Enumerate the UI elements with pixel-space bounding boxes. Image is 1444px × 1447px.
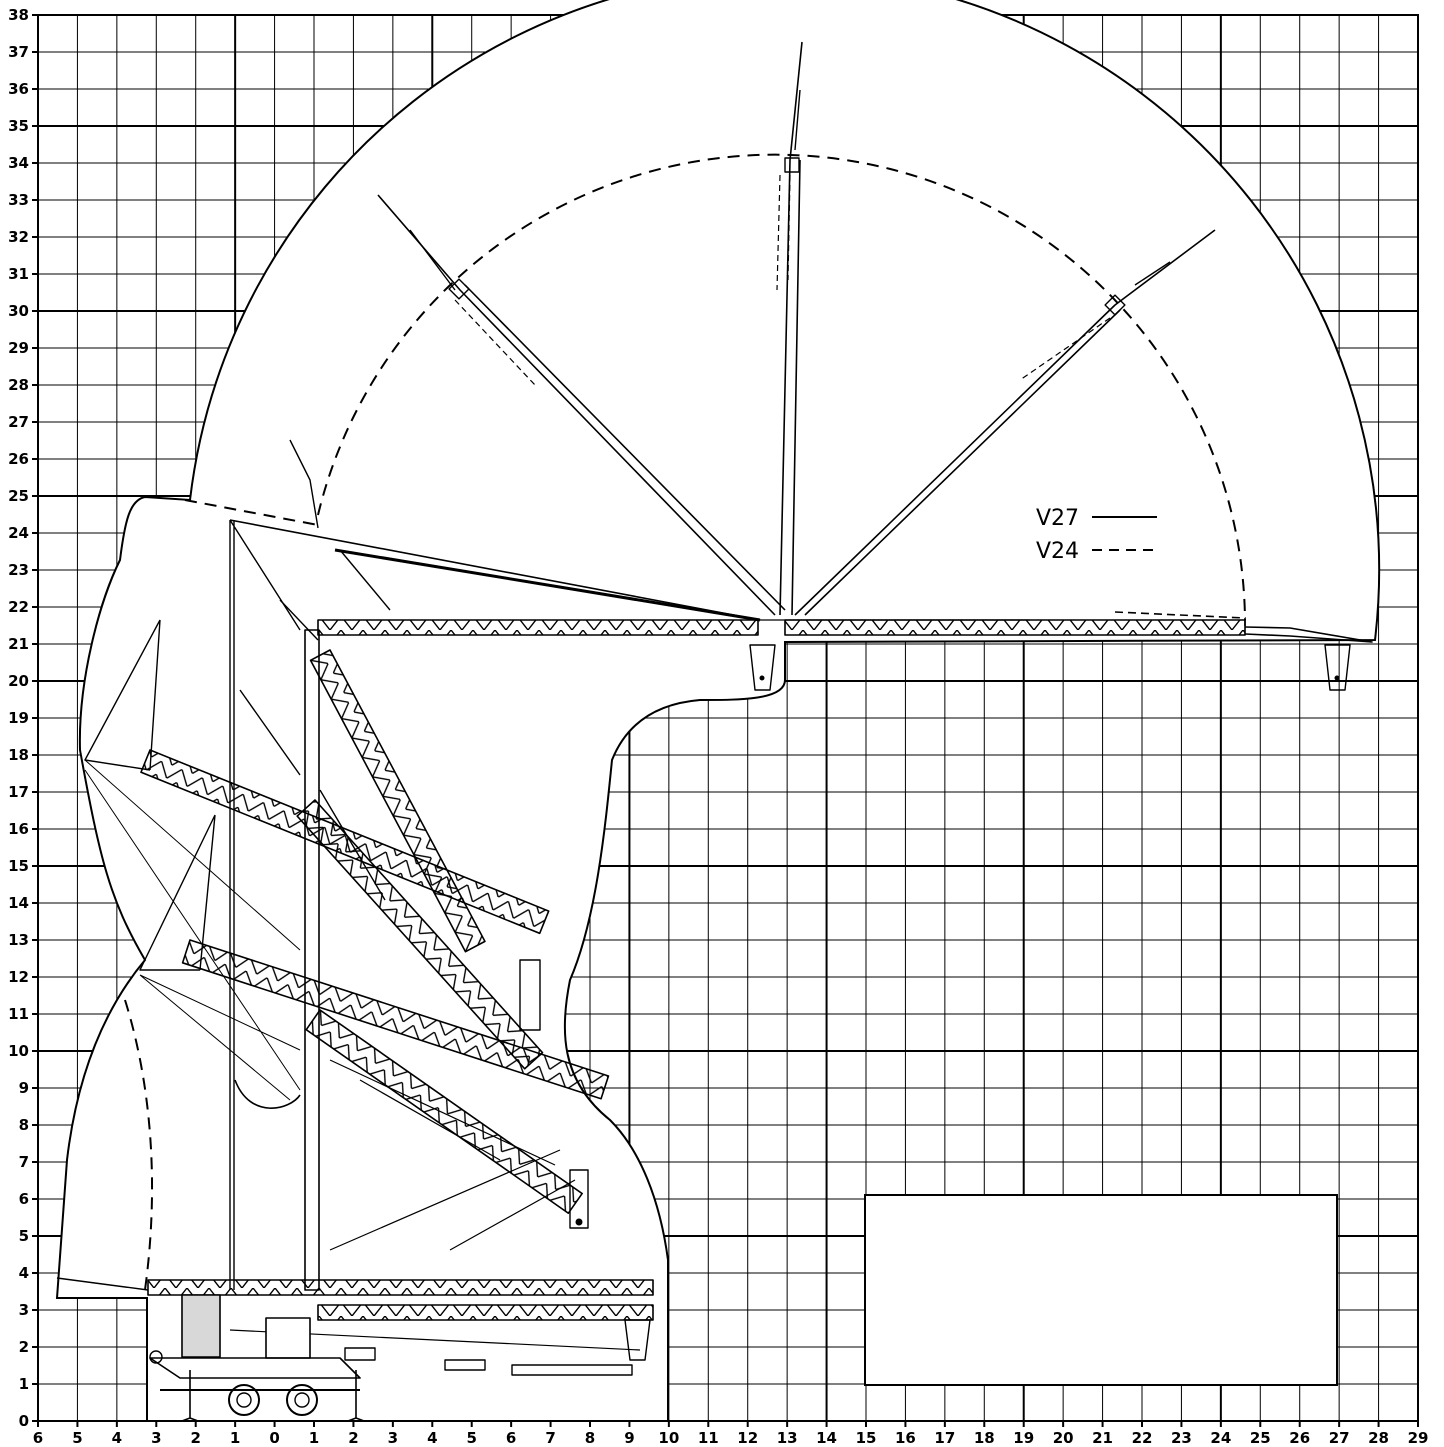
y-tick-label: 30 (8, 302, 29, 320)
x-tick-label: 14 (816, 1429, 837, 1447)
legend: V27 V24 (1036, 506, 1157, 564)
y-tick-label: 23 (8, 561, 29, 579)
legend-label-v24: V24 (1036, 539, 1079, 564)
y-tick-label: 8 (19, 1116, 29, 1134)
counterweight (181, 1294, 221, 1358)
tower (229, 519, 320, 1291)
x-tick-label: 28 (1368, 1429, 1389, 1447)
x-tick-label: 0 (269, 1429, 279, 1447)
x-tick-label: 6 (33, 1429, 43, 1447)
y-tick-label: 26 (8, 450, 29, 468)
y-tick-label: 13 (8, 931, 29, 949)
y-tick-label: 32 (8, 228, 29, 246)
y-tick-label: 16 (8, 820, 29, 838)
x-tick-label: 22 (1132, 1429, 1153, 1447)
y-tick-label: 7 (19, 1153, 29, 1171)
v24-upper-left-link (184, 499, 319, 526)
x-tick-label: 1 (309, 1429, 319, 1447)
y-tick-label: 2 (19, 1338, 29, 1356)
x-tick-label: 7 (545, 1429, 555, 1447)
legend-label-v27: V27 (1036, 506, 1079, 531)
x-tick-label: 11 (698, 1429, 719, 1447)
v24-reach-arc (317, 153, 1246, 621)
x-tick-label: 21 (1092, 1429, 1113, 1447)
x-tick-label: 9 (624, 1429, 634, 1447)
legend-item-v27: V27 (1036, 506, 1157, 531)
x-tick-label: 4 (112, 1429, 122, 1447)
hook-blocks (624, 644, 1351, 1361)
y-tick-label: 15 (8, 857, 29, 875)
x-tick-label: 29 (1408, 1429, 1429, 1447)
y-tick-label: 29 (8, 339, 29, 357)
x-tick-label: 27 (1329, 1429, 1350, 1447)
x-tick-label: 8 (585, 1429, 595, 1447)
y-tick-label: 3 (19, 1301, 29, 1319)
y-tick-label: 33 (8, 191, 29, 209)
x-tick-label: 3 (388, 1429, 398, 1447)
y-tick-label: 20 (8, 672, 29, 690)
x-tick-label: 6 (506, 1429, 516, 1447)
x-tick-label: 5 (72, 1429, 82, 1447)
transport-boom (56, 1277, 654, 1351)
y-tick-label: 35 (8, 117, 29, 135)
x-tick-label: 5 (466, 1429, 476, 1447)
folding-boom-positions (84, 549, 610, 1251)
y-tick-label: 10 (8, 1042, 29, 1060)
y-tick-label: 28 (8, 376, 29, 394)
y-tick-label: 37 (8, 43, 29, 61)
chassis (149, 1294, 633, 1422)
x-tick-label: 17 (934, 1429, 955, 1447)
x-tick-label: 18 (974, 1429, 995, 1447)
y-tick-label: 24 (8, 524, 29, 542)
y-tick-label: 38 (8, 6, 29, 24)
y-tick-label: 9 (19, 1079, 29, 1097)
crane-drawing (56, 41, 1373, 1422)
legend-item-v24: V24 (1036, 539, 1157, 564)
y-tick-label: 27 (8, 413, 29, 431)
y-tick-label: 19 (8, 709, 29, 727)
x-tick-label: 2 (190, 1429, 200, 1447)
x-tick-label: 24 (1210, 1429, 1231, 1447)
luffed-jib-positions (289, 41, 1216, 616)
x-tick-label: 12 (737, 1429, 758, 1447)
y-tick-label: 0 (19, 1412, 29, 1430)
x-tick-label: 3 (151, 1429, 161, 1447)
inner-envelope-lobe (234, 1079, 301, 1109)
y-tick-label: 14 (8, 894, 29, 912)
x-tick-label: 20 (1053, 1429, 1074, 1447)
y-tick-label: 36 (8, 80, 29, 98)
y-tick-label: 12 (8, 968, 29, 986)
y-tick-label: 1 (19, 1375, 29, 1393)
y-tick-label: 22 (8, 598, 29, 616)
x-tick-label: 1 (230, 1429, 240, 1447)
x-tick-label: 4 (427, 1429, 437, 1447)
y-axis-ticks: 0123456789101112131415161718192021222324… (8, 6, 38, 1430)
x-tick-label: 23 (1171, 1429, 1192, 1447)
y-tick-label: 34 (8, 154, 29, 172)
y-tick-label: 4 (19, 1264, 29, 1282)
y-tick-label: 25 (8, 487, 29, 505)
x-tick-label: 2 (348, 1429, 358, 1447)
y-tick-label: 31 (8, 265, 29, 283)
y-tick-label: 6 (19, 1190, 29, 1208)
load-table-box (864, 1194, 1338, 1386)
y-tick-label: 5 (19, 1227, 29, 1245)
y-tick-label: 18 (8, 746, 29, 764)
x-tick-label: 13 (777, 1429, 798, 1447)
x-tick-label: 15 (856, 1429, 877, 1447)
v24-lower-left-reach (124, 999, 154, 1291)
x-tick-label: 10 (658, 1429, 679, 1447)
x-tick-label: 16 (895, 1429, 916, 1447)
x-tick-label: 26 (1289, 1429, 1310, 1447)
x-tick-label: 19 (1013, 1429, 1034, 1447)
horizontal-jib (229, 519, 1373, 643)
y-tick-label: 17 (8, 783, 29, 801)
x-tick-label: 25 (1250, 1429, 1271, 1447)
y-tick-label: 21 (8, 635, 29, 653)
y-tick-label: 11 (8, 1005, 29, 1023)
